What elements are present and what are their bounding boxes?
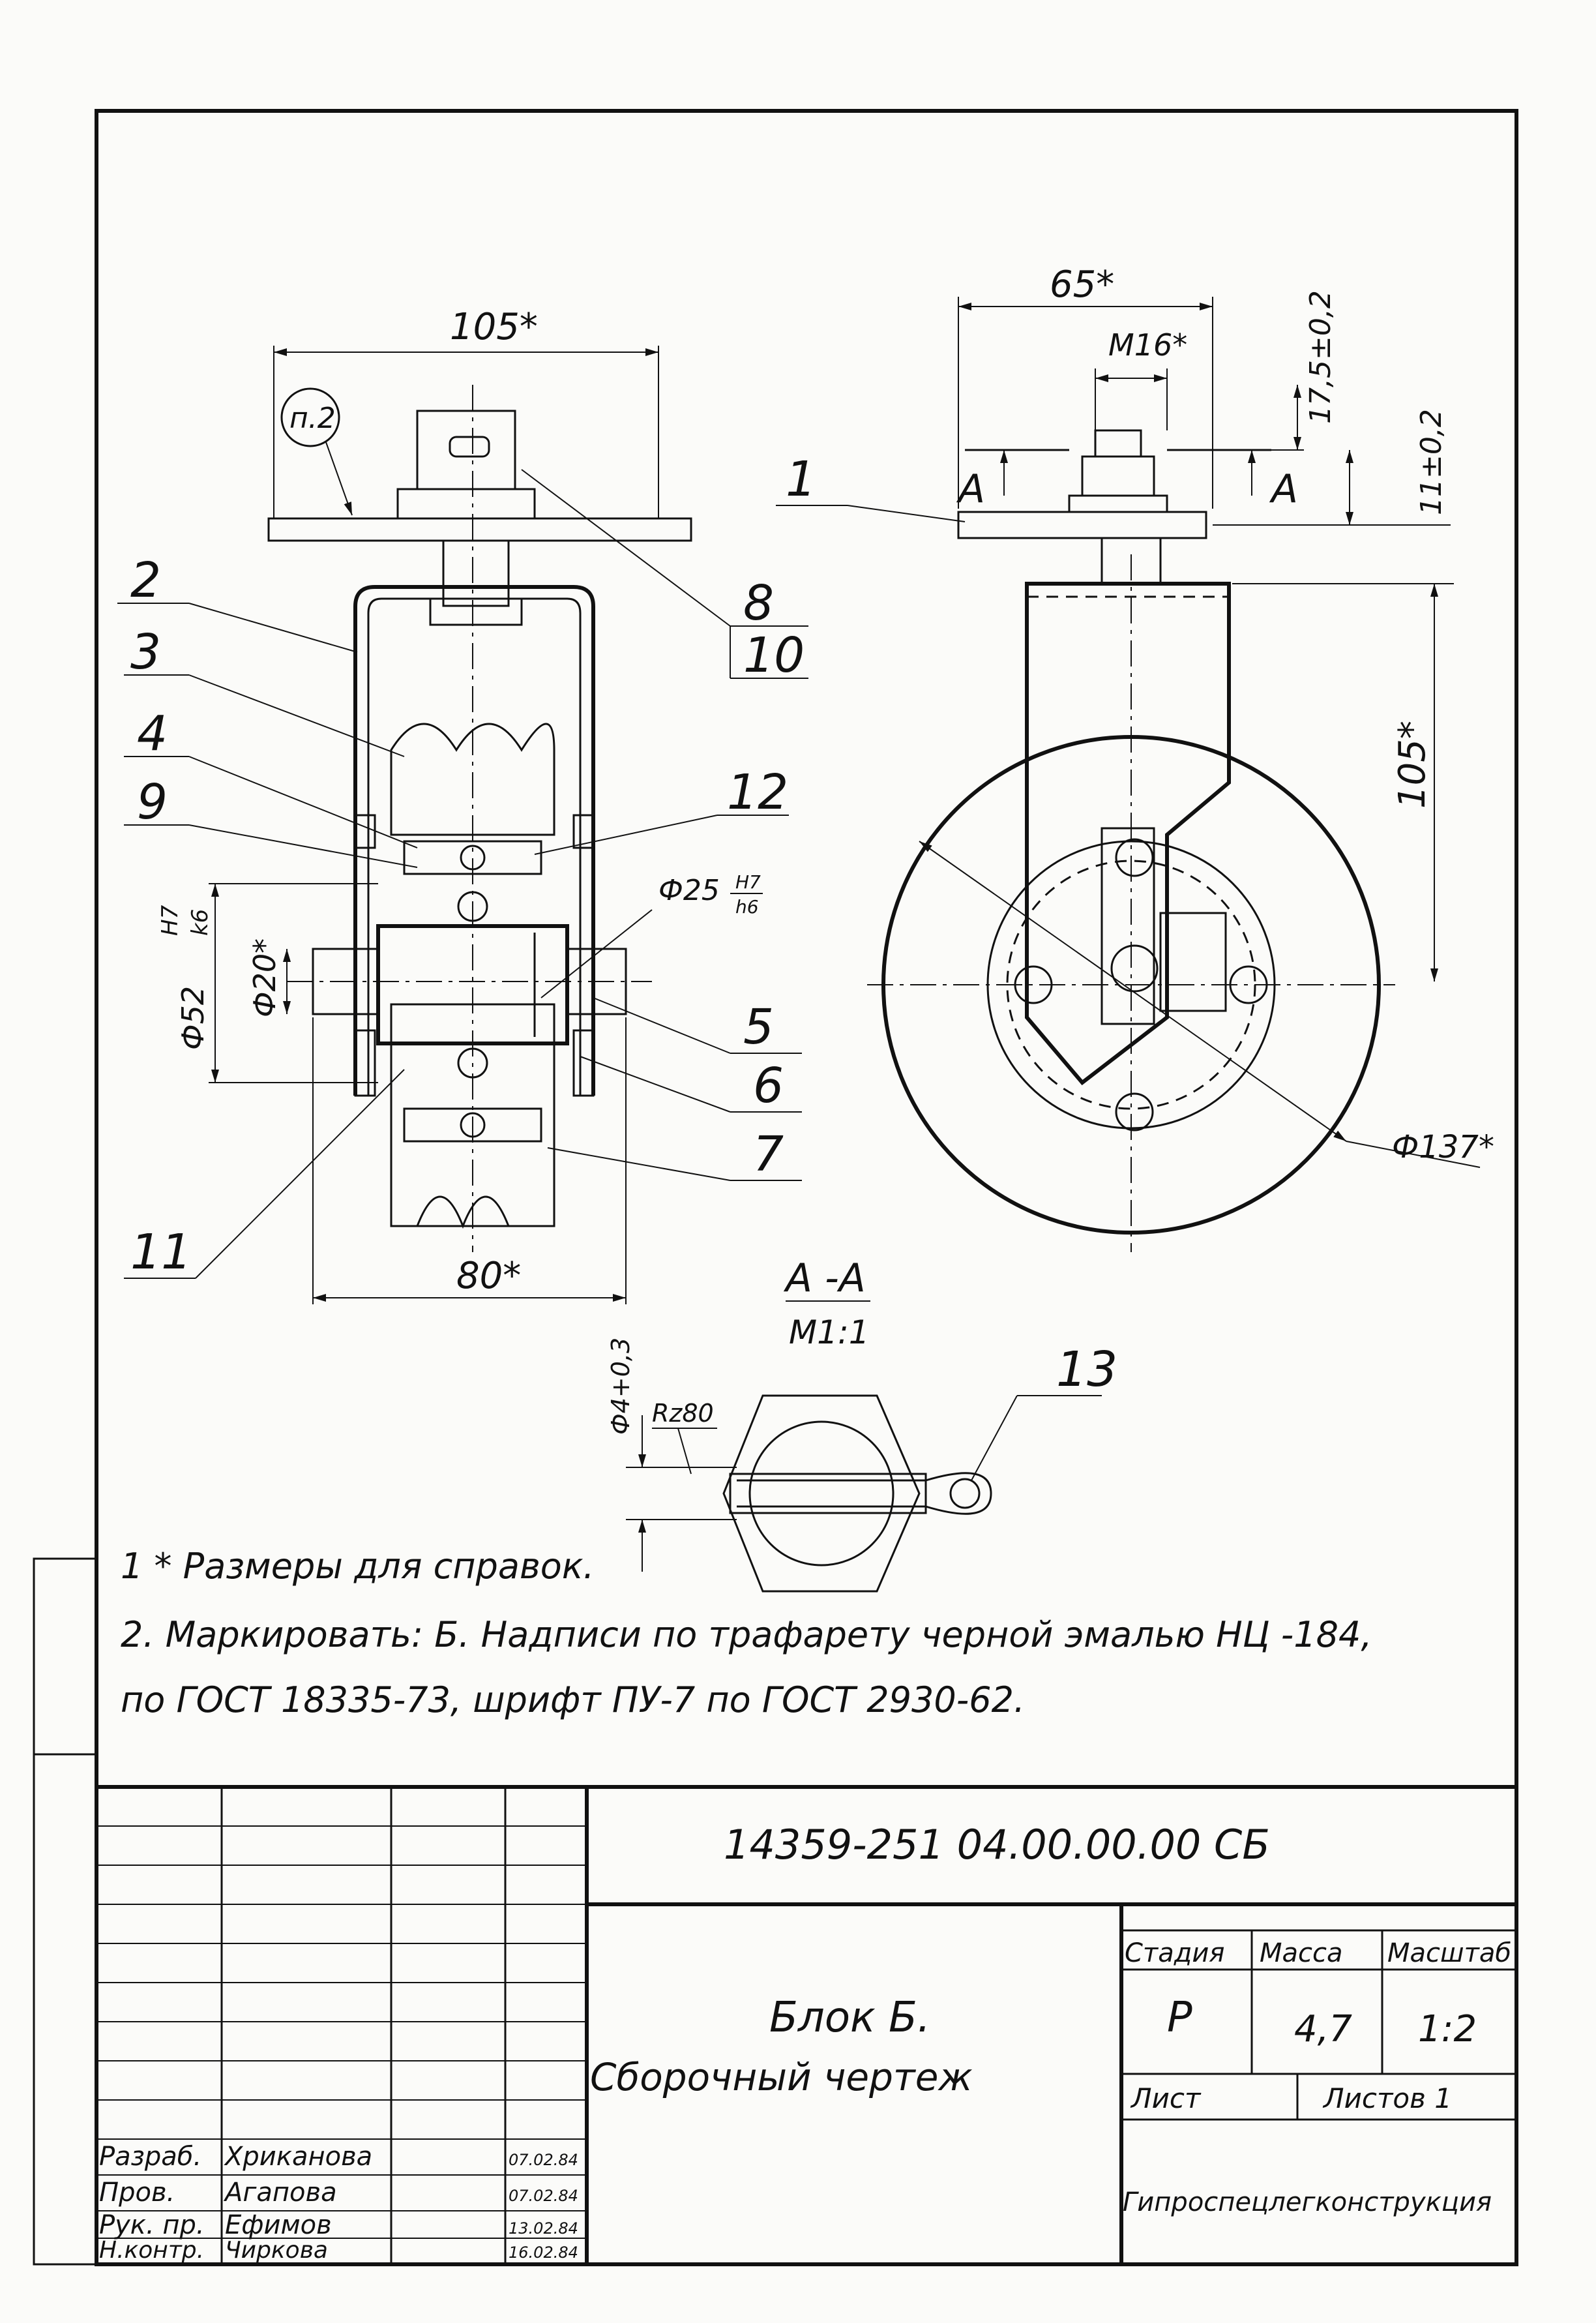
date-1: 07.02.84 [509,2187,578,2205]
nut-section [722,1394,921,1593]
callout-12: 12 [727,764,788,820]
dim-height: 105* [1391,721,1434,809]
title-block: 14359-251 04.00.00.00 СБ Блок Б. Сборочн… [95,1785,1518,2266]
scale-label: Масштаб [1387,1938,1511,1968]
callout-2: 2 [130,552,161,608]
role-0: Разраб. [99,2142,201,2172]
side-plate [957,511,1207,539]
callout-10: 10 [743,627,805,683]
callout-6: 6 [753,1058,784,1114]
name-1: Агапова [223,2178,337,2208]
stage-label: Стадия [1125,1938,1224,1968]
mass-label: Масса [1260,1938,1343,1968]
note-1: 1 * Размеры для справок. [121,1546,595,1587]
section-scale: M1:1 [789,1313,870,1351]
name-2: Ефимов [225,2210,332,2240]
date-0: 07.02.84 [509,2151,578,2169]
date-2: 13.02.84 [509,2219,578,2238]
cut-a-right: A [1269,466,1298,512]
doc-number: 14359-251 04.00.00.00 СБ [724,1821,1270,1868]
note-3: по ГОСТ 18335-73, шрифт ПУ-7 по ГОСТ 293… [121,1679,1025,1720]
dim-phi25-fit-top: H7 [735,871,761,893]
section-a-a: A -A M1:1 13 Ф4+0,3 Rz80 [606,1255,1117,1593]
sheets-label: Листов 1 [1322,2082,1452,2114]
role-1: Пров. [99,2178,175,2208]
castle-nut [416,410,516,490]
organization: Гипроспецлегконструкция [1123,2187,1492,2217]
callout-5: 5 [743,999,774,1055]
drawing-name-2: Сборочный чертеж [590,2055,973,2099]
hub [376,924,569,1045]
callout-7: 7 [753,1126,784,1182]
role-3: Н.контр. [99,2237,204,2264]
notes: 1 * Размеры для справок. 2. Маркировать:… [121,1546,1372,1720]
section-title: A -A [783,1255,866,1301]
drawing-name-1: Блок Б. [769,1994,930,2042]
roughness-label: Rz80 [652,1399,714,1428]
cut-a-left: A [956,466,985,512]
dim-phi52-fit-top: H7 [157,905,183,936]
callout-4: 4 [137,706,168,762]
left-dimensions: 105* 80* Ф52 H7 k6 Ф20* Ф25 H7 h6 [157,306,763,1304]
dim-wheel-dia: Ф137* [1392,1129,1494,1165]
sheet-label: Лист [1130,2082,1202,2114]
dim-phi25: Ф25 [658,874,720,907]
dim-17-5: 17,5±0,2 [1304,290,1337,424]
right-dimensions: 65* M16* 17,5±0,2 11±0,2 105* Ф137* A A … [776,263,1494,1168]
dim-phi52: Ф52 [175,986,211,1050]
name-3: Чиркова [225,2237,328,2264]
wheel-upper [390,723,555,836]
dim-thread: M16* [1108,327,1187,363]
dim-top-width: 65* [1050,263,1114,306]
stage-value: Р [1167,1994,1192,2042]
side-view [867,429,1395,1252]
cotter-pin [737,1472,992,1515]
wheel-lower [390,1003,555,1227]
dim-phi4: Ф4+0,3 [606,1338,635,1435]
role-2: Рук. пр. [99,2210,205,2240]
callout-9: 9 [137,774,168,830]
dim-phi25-fit-bottom: h6 [735,896,759,918]
name-0: Хриканова [224,2142,372,2172]
marking-label: п.2 [289,402,336,435]
callout-13: 13 [1056,1341,1117,1398]
position-callouts: 2 3 4 9 12 5 6 7 11 8 10 [117,469,808,1280]
marking-callout: п.2 [280,387,353,516]
callout-3: 3 [130,624,161,680]
mounting-plate [267,517,692,542]
dim-11: 11±0,2 [1415,409,1448,515]
dim-phi52-fit-bottom: k6 [187,909,213,936]
callout-11: 11 [130,1224,192,1280]
dim-bottom-width: 80* [456,1255,521,1297]
note-2: 2. Маркировать: Б. Надписи по трафарету … [121,1614,1372,1655]
date-3: 16.02.84 [509,2243,578,2262]
front-section-view [267,385,692,1252]
scale-value: 1:2 [1418,2008,1477,2050]
dim-plate-width: 105* [450,306,538,348]
callout-1: 1 [786,451,816,507]
mass-value: 4,7 [1294,2008,1352,2050]
callout-8: 8 [743,575,774,631]
dim-phi20: Ф20* [247,938,282,1017]
